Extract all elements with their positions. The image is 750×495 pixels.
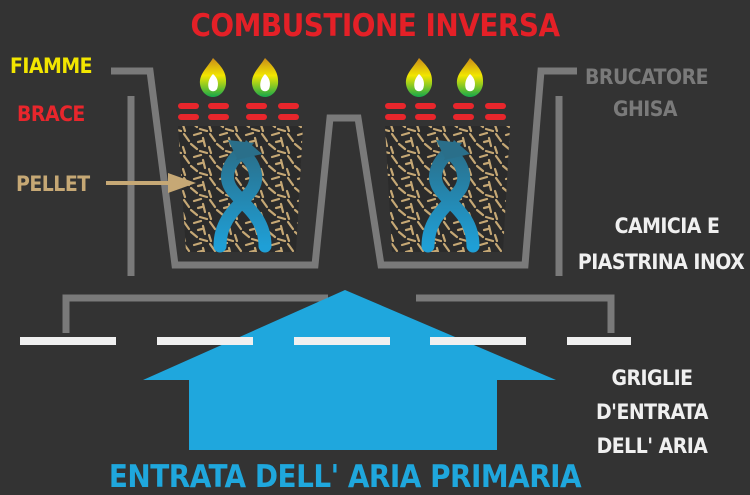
flames — [199, 58, 484, 97]
cast-iron-burner — [111, 67, 577, 269]
burner-label-line2: GHISA — [612, 97, 678, 121]
pellet-label: PELLET — [16, 172, 90, 196]
air-intake-grates — [20, 337, 631, 345]
diagram-title: COMBUSTIONE INVERSA — [190, 8, 560, 44]
pellet-bed-left — [178, 126, 303, 252]
liner-label-line1: CAMICIA E — [614, 214, 720, 238]
primary-air-arrow — [143, 290, 556, 450]
embers-label: BRACE — [17, 102, 85, 126]
burner-label-line1: BRUCATORE — [585, 65, 709, 89]
air-swirl-left-tips — [228, 140, 262, 160]
flames-label: FIAMME — [10, 54, 93, 78]
pellet-pointer-arrow — [106, 173, 196, 193]
stainless-liner — [62, 96, 615, 333]
grates-label-line2: D'ENTRATA — [595, 400, 709, 424]
grates-label-line3: DELL' ARIA — [596, 434, 708, 458]
liner-label-line2: PIASTRINA INOX — [577, 250, 745, 274]
primary-air-caption: ENTRATA DELL' ARIA PRIMARIA — [108, 459, 582, 495]
embers — [178, 103, 506, 120]
grates-label-line1: GRIGLIE — [611, 366, 693, 390]
air-swirl-right-tips — [436, 140, 470, 160]
